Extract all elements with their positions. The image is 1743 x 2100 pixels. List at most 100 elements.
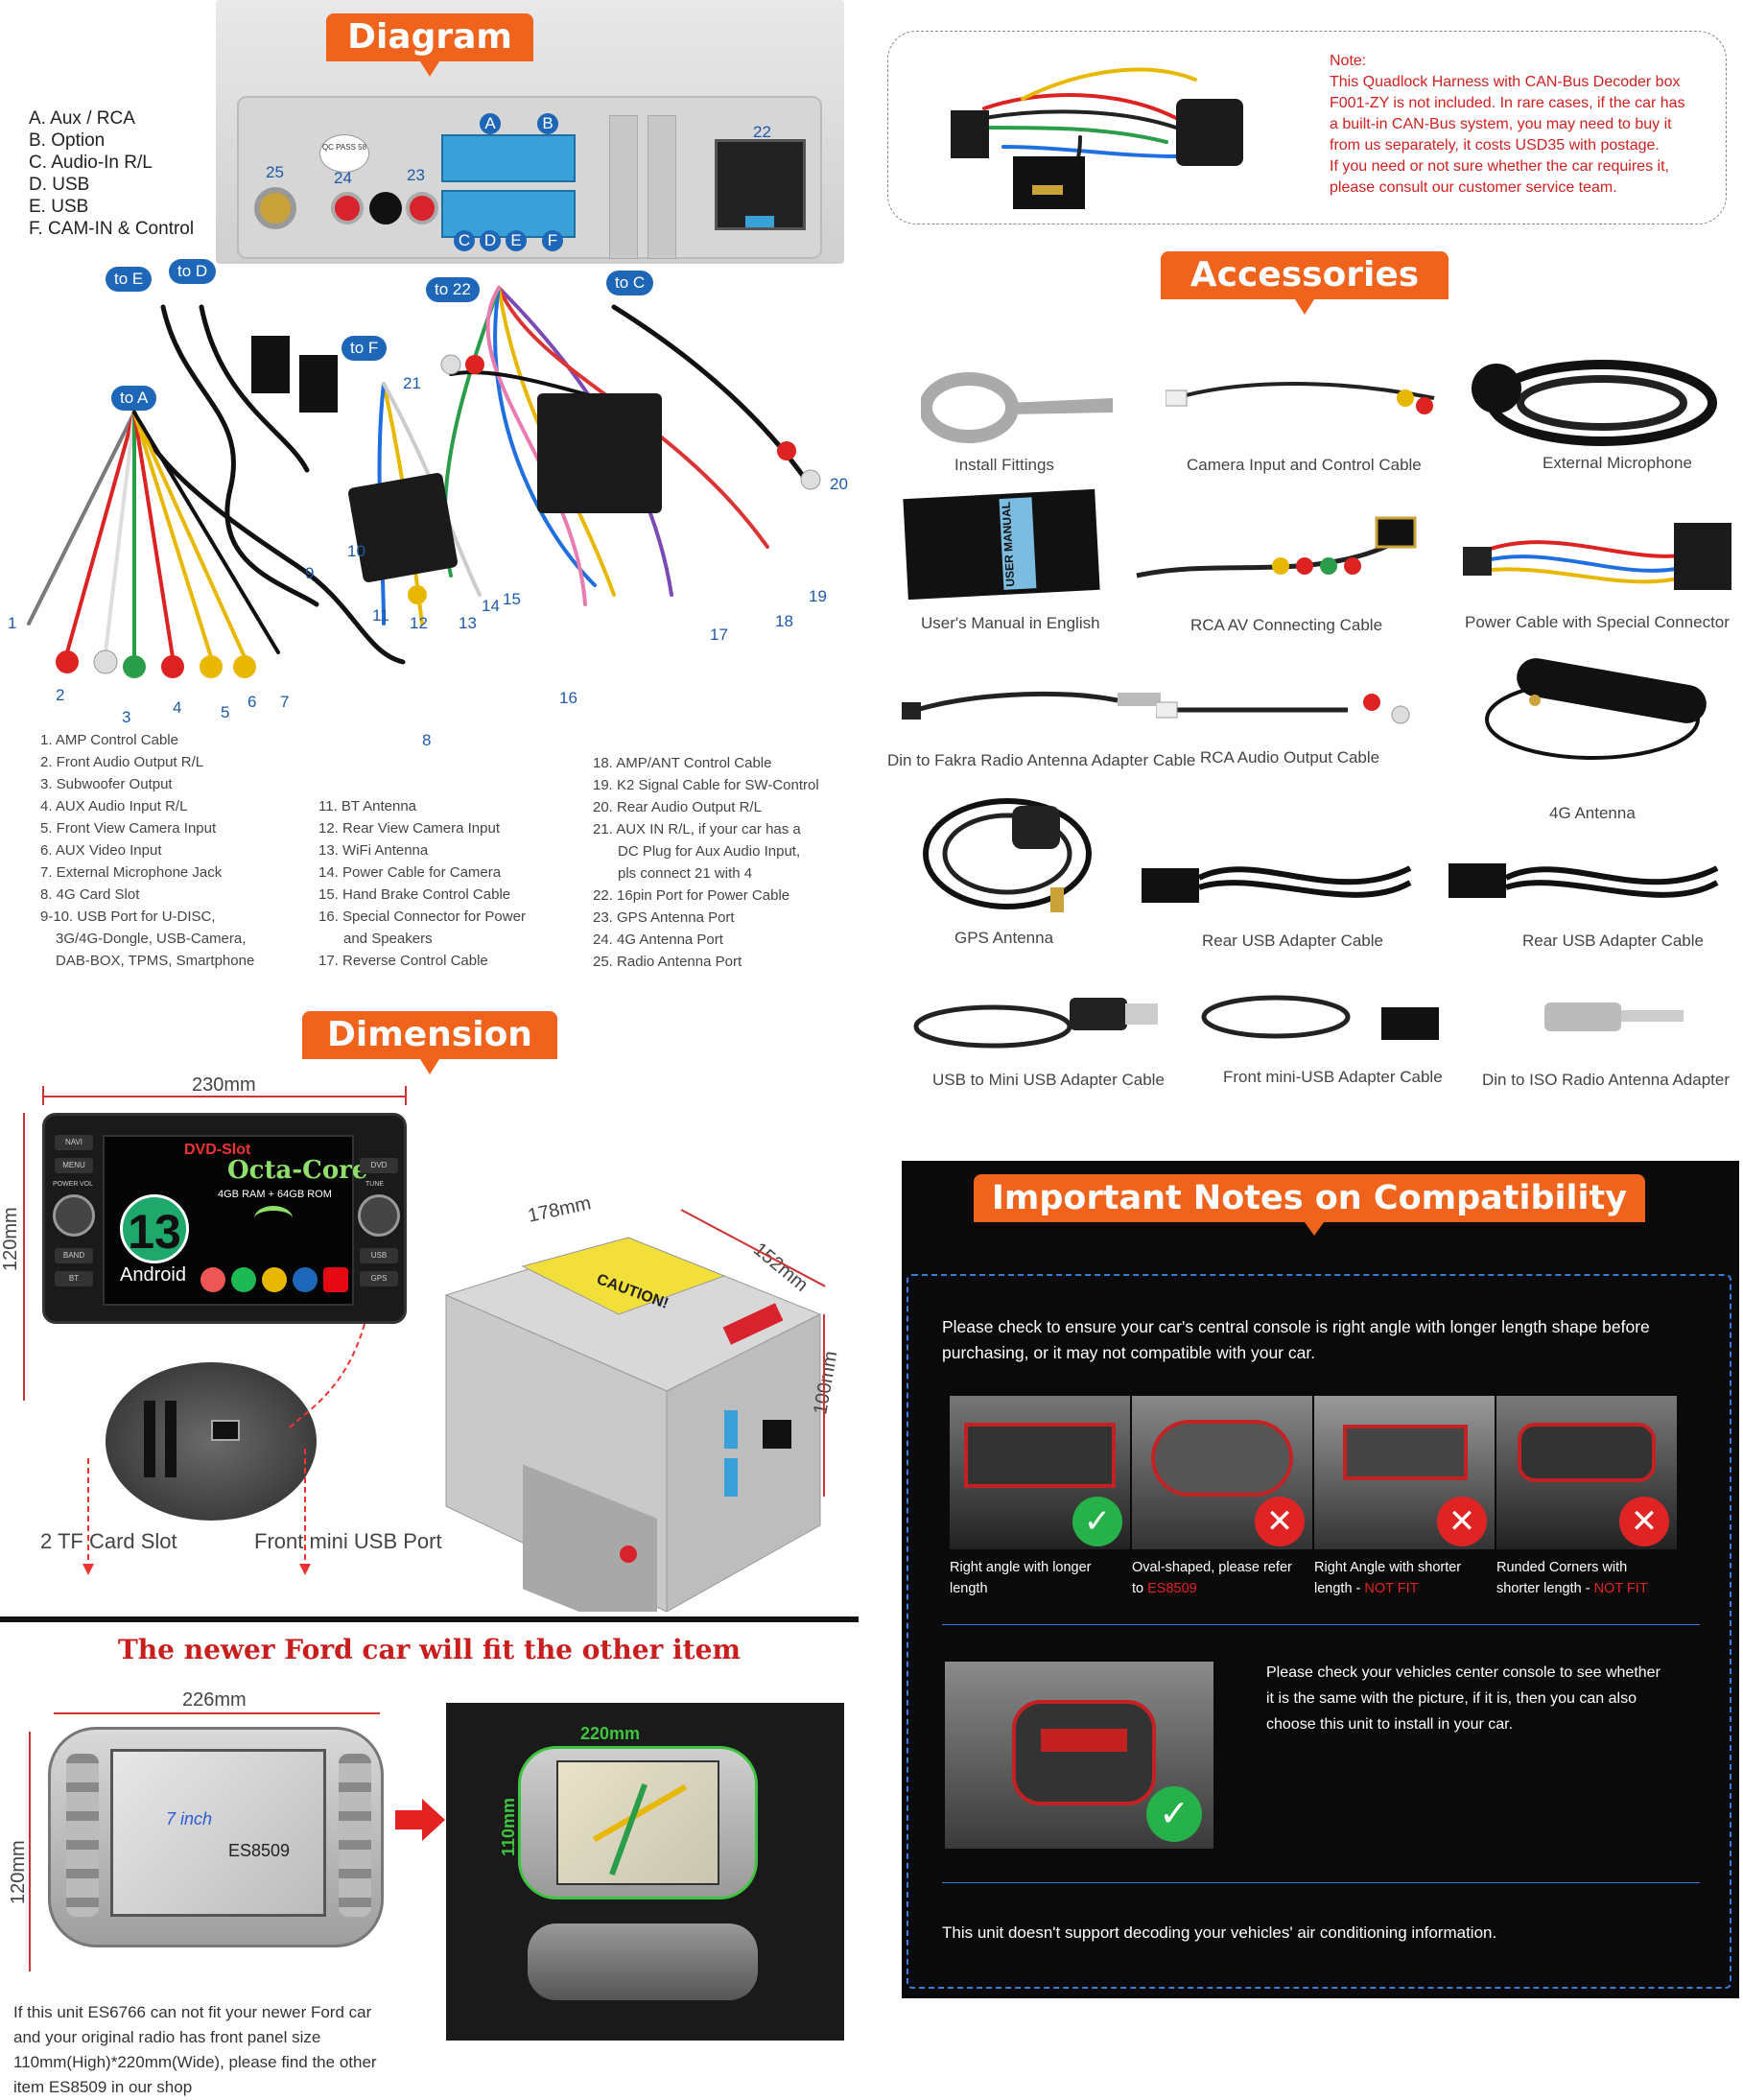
microphone-image: [1472, 360, 1717, 446]
antenna-port: [254, 187, 296, 229]
ford-section: The newer Ford car will fit the other it…: [0, 1616, 859, 2100]
compat-caption-line: to ES8509: [1132, 1581, 1197, 1596]
compat-banner: Important Notes on Compatibility: [974, 1174, 1645, 1222]
diagram-section: QC PASS 58 Diagram A B C D E F 22 23 24 …: [0, 0, 863, 988]
compat-check-text: Please check your vehicles center consol…: [1266, 1660, 1661, 1737]
compat-caption-line: Right angle with longer: [950, 1560, 1092, 1575]
rear-usb-cable-2-image: [1449, 863, 1719, 898]
bt-button[interactable]: BT: [55, 1271, 93, 1286]
note-line: please consult our customer service team…: [1330, 179, 1617, 196]
port-f-label: F: [542, 230, 563, 251]
gps-button[interactable]: GPS: [360, 1271, 398, 1286]
cable-num: 10: [347, 542, 365, 560]
band-button[interactable]: BAND: [55, 1248, 93, 1263]
part-item: 17. Reverse Control Cable: [318, 953, 488, 969]
connector-ab: [441, 134, 576, 182]
zoom-callout-lines: [82, 1323, 365, 1575]
cable-num: 17: [710, 625, 728, 644]
car-width-dimension: 220mm: [580, 1724, 641, 1743]
tune-knob[interactable]: [358, 1194, 400, 1237]
app-icon: [262, 1267, 287, 1292]
power-connector: [715, 139, 806, 230]
port-22-label: 22: [753, 123, 771, 141]
app-icon: [323, 1267, 348, 1292]
ford-note-line: and your original radio has front panel …: [13, 2028, 321, 2046]
accessory-label: USB to Mini USB Adapter Cable: [932, 1071, 1165, 1089]
accessory-label: Rear USB Adapter Cable: [1202, 932, 1383, 950]
ford-car-photo: 220mm 110mm: [446, 1703, 844, 2041]
android-label: Android: [120, 1264, 186, 1286]
cable-num: 8: [422, 731, 432, 749]
accessory-label: Camera Input and Control Cable: [1187, 456, 1422, 474]
cable-num: 19: [809, 587, 827, 605]
legend-item: C. Audio-In R/L: [29, 153, 153, 173]
cross-icon: ✕: [1437, 1497, 1487, 1546]
right-button-column: [339, 1754, 371, 1917]
accessory-label: User's Manual in English: [921, 614, 1100, 632]
note-line: a built-in CAN-Bus system, you may need …: [1330, 116, 1672, 132]
part-item: 21. AUX IN R/L, if your car has a: [593, 821, 801, 838]
qc-sticker: QC PASS 58: [319, 134, 369, 173]
rca-audio-cable-image: [1156, 694, 1410, 724]
compat-caption: Right angle with longer length: [950, 1557, 1130, 1599]
bubble-to-22: to 22: [426, 277, 480, 302]
accessory-label: RCA Audio Output Cable: [1200, 748, 1380, 767]
compat-caption-line: length - NOT FIT: [1314, 1581, 1419, 1596]
navi-button[interactable]: NAVI: [55, 1135, 93, 1150]
rca-av-cable-image: [1136, 516, 1417, 578]
legend-item: E. USB: [29, 197, 89, 217]
legend-item: A. Aux / RCA: [29, 108, 135, 129]
dimension-banner: Dimension: [302, 1011, 557, 1074]
gps-port: [331, 192, 364, 224]
part-item: 5. Front View Camera Input: [40, 820, 217, 837]
port-d-label: D: [480, 230, 501, 251]
iso-antenna-adapter-image: [1544, 1003, 1684, 1031]
head-unit-front: DVD-Slot Octa-Core 4GB RAM + 64GB ROM 13…: [42, 1113, 407, 1324]
accessories-grid: Install Fittings Camera Input and Contro…: [883, 317, 1743, 1113]
tune-label: TUNE: [365, 1181, 385, 1188]
parts-list-3: 18. AMP/ANT Control Cable 19. K2 Signal …: [593, 752, 819, 973]
cable-num: 6: [247, 693, 257, 711]
compat-intro-line: Please check to ensure your car's centra…: [942, 1317, 1650, 1336]
cable-num: 18: [775, 612, 793, 630]
cable-num: 11: [372, 606, 389, 625]
es8509-unit: 7 inch ES8509: [48, 1727, 384, 1947]
compat-intro: Please check to ensure your car's centra…: [942, 1314, 1650, 1366]
volume-knob[interactable]: [53, 1194, 95, 1237]
cable-num: 13: [459, 614, 477, 632]
ford-note-line: 110mm(High)*220mm(Wide), please find the…: [13, 2053, 377, 2071]
accessory-label: Rear USB Adapter Cable: [1522, 932, 1704, 950]
cable-num: 16: [559, 689, 577, 707]
usb-button[interactable]: USB: [360, 1248, 398, 1263]
part-item: DAB-BOX, TPMS, Smartphone: [56, 953, 255, 969]
bubble-to-e: to E: [106, 267, 153, 292]
part-item: 3G/4G-Dongle, USB-Camera,: [56, 931, 247, 947]
compat-caption-line: shorter length - NOT FIT: [1496, 1581, 1648, 1596]
compat-caption-line: Oval-shaped, please refer: [1132, 1560, 1292, 1575]
compatibility-section: Important Notes on Compatibility Please …: [902, 1161, 1739, 1998]
part-item: 13. WiFi Antenna: [318, 842, 429, 859]
cable-num: 12: [410, 614, 428, 632]
legend-item: F. CAM-IN & Control: [29, 219, 195, 239]
note-line: This Quadlock Harness with CAN-Bus Decod…: [1330, 74, 1681, 90]
port-c-label: C: [454, 230, 475, 251]
front-mini-usb-cable-image: [1201, 995, 1439, 1040]
ford-note: If this unit ES6766 can not fit your new…: [13, 2000, 377, 2100]
cable-num: 21: [403, 374, 421, 392]
dvd-button[interactable]: DVD: [360, 1158, 398, 1173]
menu-button[interactable]: MENU: [55, 1158, 93, 1173]
part-item: 1. AMP Control Cable: [40, 732, 178, 748]
accessory-label: Install Fittings: [954, 456, 1054, 474]
radio-port: [406, 192, 438, 224]
ford-heading: The newer Ford car will fit the other it…: [117, 1634, 742, 1665]
accessories-banner: Accessories: [1161, 251, 1449, 315]
cable-num: 2: [56, 686, 65, 704]
compat-check-line: it is the same with the picture, if it i…: [1266, 1690, 1637, 1707]
cable-harness-illustration: [27, 286, 821, 678]
ford-note-line: item ES8509 in our shop: [13, 2078, 193, 2096]
compat-check-line: choose this unit to install in your car.: [1266, 1716, 1514, 1733]
part-item: 24. 4G Antenna Port: [593, 932, 723, 948]
ford-width-dimension: 226mm: [182, 1689, 247, 1711]
dimension-section: 230mm 120mm DVD-Slot Octa-Core 4GB RAM +…: [0, 1065, 859, 1612]
part-item: 2. Front Audio Output R/L: [40, 754, 204, 770]
